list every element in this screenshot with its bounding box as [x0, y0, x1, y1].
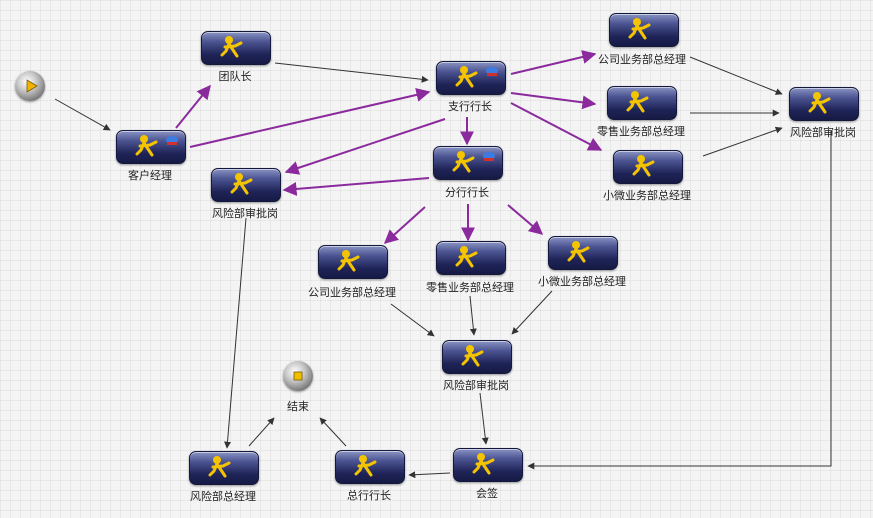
edge-fhz-to-gs2[interactable] — [383, 206, 426, 244]
edge-fhz-to-xw2[interactable] — [507, 204, 544, 235]
person-runner-icon — [208, 456, 231, 478]
person-runner-icon — [455, 246, 478, 268]
person-runner-icon — [626, 91, 649, 113]
person-runner-icon — [628, 18, 651, 40]
edge-xw2-to-fx3[interactable] — [511, 290, 553, 335]
person-runner-icon — [567, 241, 590, 263]
person-runner-icon — [230, 173, 253, 195]
node-label: 风险部审批岗 — [212, 207, 278, 220]
node-box[interactable] — [335, 450, 405, 484]
edge-hq-to-zonghz[interactable] — [408, 471, 451, 479]
node-box[interactable] — [442, 340, 512, 374]
person-runner-icon — [220, 36, 243, 58]
edge-zhhz-to-fx2[interactable] — [284, 118, 446, 175]
node-box[interactable] — [433, 146, 503, 180]
person-runner-icon — [461, 345, 484, 367]
node-box[interactable] — [189, 451, 259, 485]
node-label: 总行行长 — [347, 489, 391, 502]
node-box[interactable] — [609, 13, 679, 47]
subprocess-pin-icon — [166, 136, 178, 145]
person-runner-icon — [452, 151, 475, 173]
subprocess-pin-icon — [483, 152, 495, 161]
edge-gs2-to-fx3[interactable] — [390, 303, 435, 337]
node-box[interactable] — [436, 241, 506, 275]
edge-fx3-to-hq[interactable] — [479, 392, 489, 445]
edge-gs1-to-fx1[interactable] — [689, 56, 783, 95]
node-label: 小微业务部总经理 — [603, 189, 691, 202]
node-label: 小微业务部总经理 — [538, 275, 626, 288]
edge-fx2-to-fxzjl[interactable] — [224, 217, 247, 449]
edge-zhhz-to-ls1[interactable] — [510, 92, 597, 110]
node-label: 分行行长 — [445, 186, 489, 199]
node-box[interactable] — [318, 245, 388, 279]
person-runner-icon — [632, 155, 655, 177]
node-label: 零售业务部总经理 — [597, 125, 685, 138]
node-box[interactable] — [613, 150, 683, 184]
edge-fhz-to-fx2[interactable] — [282, 177, 430, 196]
edge-zhhz-to-xw1[interactable] — [510, 102, 603, 151]
node-box[interactable] — [211, 168, 281, 202]
stop-icon — [283, 361, 313, 391]
node-box[interactable] — [201, 31, 271, 65]
node-label: 客户经理 — [128, 169, 172, 182]
person-runner-icon — [808, 92, 831, 114]
edge-khjl-to-tdz[interactable] — [175, 84, 211, 129]
node-label: 公司业务部总经理 — [308, 286, 396, 299]
node-label: 风险部总经理 — [190, 490, 256, 503]
play-icon — [15, 71, 45, 101]
edge-khjl-to-zhhz[interactable] — [189, 88, 431, 148]
node-label: 零售业务部总经理 — [426, 281, 514, 294]
edge-fxzjl-to-end[interactable] — [248, 417, 275, 447]
node-box[interactable] — [453, 448, 523, 482]
edge-xw1-to-fx1[interactable] — [702, 126, 783, 157]
person-runner-icon — [354, 455, 377, 477]
edge-ls2-to-fx3[interactable] — [469, 295, 477, 336]
node-box[interactable] — [789, 87, 859, 121]
end-node-label: 结束 — [287, 400, 309, 413]
person-runner-icon — [135, 135, 158, 157]
person-runner-icon — [472, 453, 495, 475]
node-label: 公司业务部总经理 — [598, 53, 686, 66]
node-label: 团队长 — [218, 70, 252, 83]
edge-start-to-khjl[interactable] — [54, 98, 111, 131]
person-runner-icon — [455, 66, 478, 88]
person-runner-icon — [337, 250, 360, 272]
node-box[interactable] — [436, 61, 506, 95]
subprocess-pin-icon — [486, 67, 498, 76]
node-label: 会签 — [476, 487, 498, 500]
node-label: 支行行长 — [448, 100, 492, 113]
node-box[interactable] — [116, 130, 186, 164]
node-box[interactable] — [548, 236, 618, 270]
edge-tdz-to-zhhz[interactable] — [274, 62, 429, 83]
node-label: 风险部审批岗 — [790, 126, 856, 139]
edge-zonghz-to-end[interactable] — [319, 417, 347, 447]
node-label: 风险部审批岗 — [443, 379, 509, 392]
edge-fx1-to-hq[interactable] — [527, 131, 832, 470]
edge-zhhz-to-gs1[interactable] — [510, 50, 597, 75]
node-box[interactable] — [607, 86, 677, 120]
